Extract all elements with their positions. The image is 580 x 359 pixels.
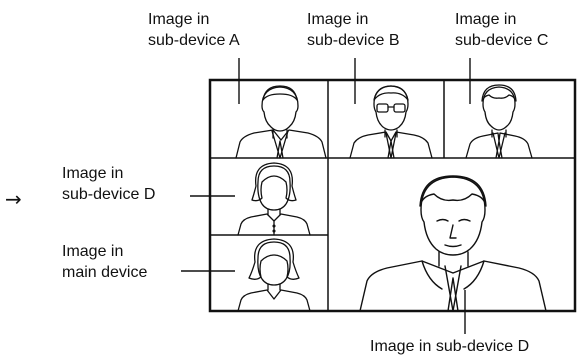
label-sub-device-c-line1: Image in (455, 11, 517, 28)
label-sub-device-b: Image in sub-device B (307, 9, 400, 51)
label-main-device: Image in main device (62, 241, 147, 283)
label-sub-device-d-left-line1: Image in (62, 165, 124, 182)
person-a-figure (235, 85, 327, 159)
pointer-arrow-icon: → (5, 187, 22, 211)
label-sub-device-a-line1: Image in (148, 11, 210, 28)
label-sub-device-d-left-line2: sub-device D (62, 186, 156, 203)
person-b-figure (349, 85, 433, 159)
label-sub-device-b-line2: sub-device B (307, 32, 400, 49)
label-sub-device-c-line2: sub-device C (455, 32, 549, 49)
label-sub-device-d-bottom: Image in sub-device D (370, 338, 530, 355)
label-sub-device-a-line2: sub-device A (148, 32, 240, 49)
label-sub-device-c: Image in sub-device C (455, 9, 548, 51)
person-c-figure (465, 84, 533, 159)
person-d-large-figure (359, 175, 547, 312)
label-sub-device-a: Image in sub-device A (148, 9, 240, 51)
label-main-device-line2: main device (62, 264, 148, 281)
label-sub-device-b-line1: Image in (307, 11, 369, 28)
person-d-left-figure (237, 162, 311, 236)
label-sub-device-d-left: Image in sub-device D (62, 163, 155, 205)
label-main-device-line1: Image in (62, 243, 124, 260)
person-main-figure (237, 238, 311, 312)
